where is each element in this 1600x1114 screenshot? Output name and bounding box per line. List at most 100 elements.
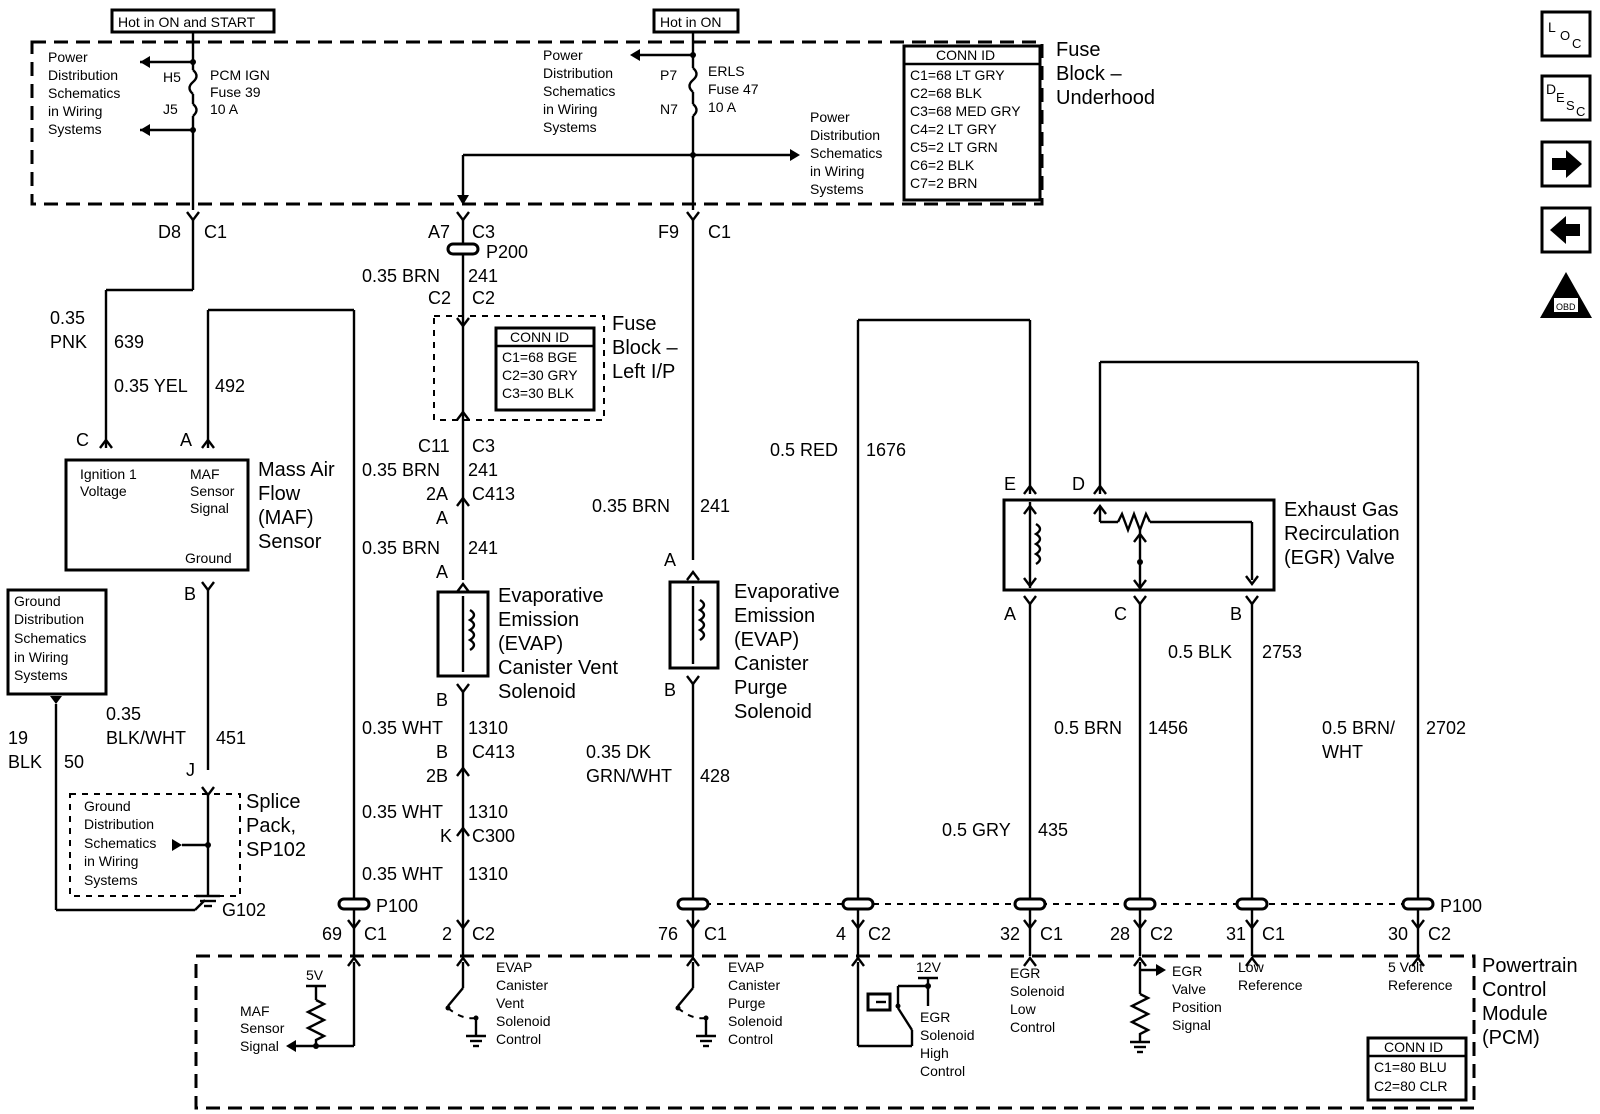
svg-text:Pack,: Pack, (246, 815, 296, 837)
svg-text:Schematics: Schematics (810, 145, 882, 161)
svg-text:Systems: Systems (14, 667, 68, 683)
arrow-right-icon (1552, 150, 1582, 178)
svg-text:C5=2 LT GRN: C5=2 LT GRN (910, 139, 998, 155)
svg-text:Solenoid: Solenoid (728, 1013, 783, 1029)
svg-text:EVAP: EVAP (728, 959, 764, 975)
w639-num: 639 (114, 332, 144, 352)
svg-text:Schematics: Schematics (48, 85, 120, 101)
svg-text:Position: Position (1172, 999, 1222, 1015)
svg-text:C413: C413 (472, 742, 515, 762)
svg-text:1310: 1310 (468, 864, 508, 884)
svg-text:Schematics: Schematics (14, 630, 86, 646)
svg-text:Solenoid: Solenoid (1010, 983, 1065, 999)
fuse-block-lip-title: Fuse Block – Left I/P (612, 313, 678, 383)
fbu-conn-title: CONN ID (936, 47, 995, 63)
svg-text:C: C (1576, 104, 1585, 119)
svg-text:in Wiring: in Wiring (543, 101, 597, 117)
pd-left-text: Power Distribution Schematics in Wiring … (48, 49, 120, 137)
egr-high-circuit: 0.5 RED 1676 (770, 318, 1037, 900)
svg-text:BLK: BLK (8, 752, 42, 772)
maf-sensor-box (64, 458, 250, 572)
svg-text:Powertrain: Powertrain (1482, 955, 1578, 977)
svg-text:Low: Low (1238, 959, 1265, 975)
previous-arrow-button[interactable] (1540, 206, 1592, 254)
svg-text:C1=68 BGE: C1=68 BGE (502, 349, 577, 365)
w2702-num: 2702 (1426, 718, 1466, 738)
svg-text:Distribution: Distribution (810, 127, 880, 143)
svg-text:Emission: Emission (498, 609, 579, 631)
svg-text:Control: Control (1482, 979, 1546, 1001)
svg-text:C4=2 LT GRY: C4=2 LT GRY (910, 121, 997, 137)
p200: P200 (486, 242, 528, 262)
arrow-left-icon (1550, 216, 1580, 244)
svg-text:CONN ID: CONN ID (1384, 1039, 1443, 1055)
svg-text:0.35: 0.35 (106, 704, 141, 724)
obd-ii-icon[interactable]: OBD II (1540, 272, 1592, 318)
svg-text:Recirculation: Recirculation (1284, 523, 1400, 545)
pcm-title: Powertrain Control Module (PCM) (1482, 955, 1578, 1049)
svg-text:C3=30 BLK: C3=30 BLK (502, 385, 575, 401)
p7-label: P7 (660, 67, 677, 83)
svg-text:Systems: Systems (810, 181, 864, 197)
svg-text:Reference: Reference (1388, 977, 1453, 993)
location-button[interactable]: L O C (1540, 10, 1592, 58)
svg-text:Reference: Reference (1238, 977, 1303, 993)
svg-text:Power: Power (48, 49, 88, 65)
svg-text:C2=68 BLK: C2=68 BLK (910, 85, 983, 101)
svg-text:MAF: MAF (240, 1003, 270, 1019)
svg-text:GRN/WHT: GRN/WHT (586, 766, 672, 786)
svg-text:Purge: Purge (728, 995, 766, 1011)
svg-text:Evaporative: Evaporative (498, 585, 604, 607)
svg-text:Schematics: Schematics (84, 835, 156, 851)
svg-text:WHT: WHT (1322, 742, 1363, 762)
svg-text:in Wiring: in Wiring (810, 163, 864, 179)
svg-text:C1: C1 (1262, 924, 1285, 944)
svg-text:L: L (1548, 19, 1556, 35)
evap-purge-title: Evaporative Emission (EVAP) Canister Pur… (734, 581, 840, 723)
svg-text:2: 2 (442, 924, 452, 944)
svg-text:0.35 WHT: 0.35 WHT (362, 718, 443, 738)
svg-text:in Wiring: in Wiring (48, 103, 102, 119)
svg-text:Solenoid: Solenoid (496, 1013, 551, 1029)
svg-text:0.35 BRN: 0.35 BRN (362, 266, 440, 286)
svg-text:Systems: Systems (543, 119, 597, 135)
svg-text:Mass Air: Mass Air (258, 459, 335, 481)
fuse47-l2: Fuse 47 (708, 81, 759, 97)
svg-text:High: High (920, 1045, 949, 1061)
svg-text:Ignition 1: Ignition 1 (80, 466, 137, 482)
svg-text:C1=68 LT GRY: C1=68 LT GRY (910, 67, 1005, 83)
svg-text:0.5 BRN: 0.5 BRN (1054, 718, 1122, 738)
svg-text:Flow: Flow (258, 483, 301, 505)
p100-row: P100 P100 69 C1 2 C2 76 C1 4 C2 32 C1 28… (322, 896, 1482, 956)
svg-text:C3: C3 (472, 436, 495, 456)
splice-inner-text: Ground Distribution Schematics in Wiring… (84, 798, 156, 888)
svg-text:12V: 12V (916, 959, 942, 975)
svg-text:Purge: Purge (734, 677, 787, 699)
next-arrow-button[interactable] (1540, 140, 1592, 188)
fuse39-l3: 10 A (210, 101, 239, 117)
f9-c1: C1 (708, 222, 731, 242)
svg-text:Exhaust Gas: Exhaust Gas (1284, 499, 1399, 521)
svg-text:B: B (436, 742, 448, 762)
svg-text:B: B (664, 680, 676, 700)
svg-text:0.5 BLK: 0.5 BLK (1168, 642, 1232, 662)
svg-text:C1: C1 (1040, 924, 1063, 944)
svg-text:EVAP: EVAP (496, 959, 532, 975)
svg-text:C: C (1572, 36, 1581, 51)
svg-text:C1: C1 (704, 924, 727, 944)
svg-text:B: B (436, 690, 448, 710)
svg-text:Signal: Signal (1172, 1017, 1211, 1033)
w639-l1: 0.35 (50, 308, 85, 328)
svg-text:0.35 BRN: 0.35 BRN (592, 496, 670, 516)
w639-l2: PNK (50, 332, 87, 352)
evap-vent-title: Evaporative Emission (EVAP) Canister Ven… (498, 585, 619, 703)
svg-text:CONN ID: CONN ID (510, 329, 569, 345)
svg-text:A: A (436, 562, 448, 582)
svg-text:C413: C413 (472, 484, 515, 504)
svg-text:28: 28 (1110, 924, 1130, 944)
description-button[interactable]: D E S C (1540, 74, 1592, 122)
svg-text:C2: C2 (1428, 924, 1451, 944)
svg-text:Canister Vent: Canister Vent (498, 657, 619, 679)
svg-text:Module: Module (1482, 1003, 1548, 1025)
maf-circuit: 0.35 PNK 639 0.35 YEL 492 C A Ignition 1… (6, 220, 356, 920)
